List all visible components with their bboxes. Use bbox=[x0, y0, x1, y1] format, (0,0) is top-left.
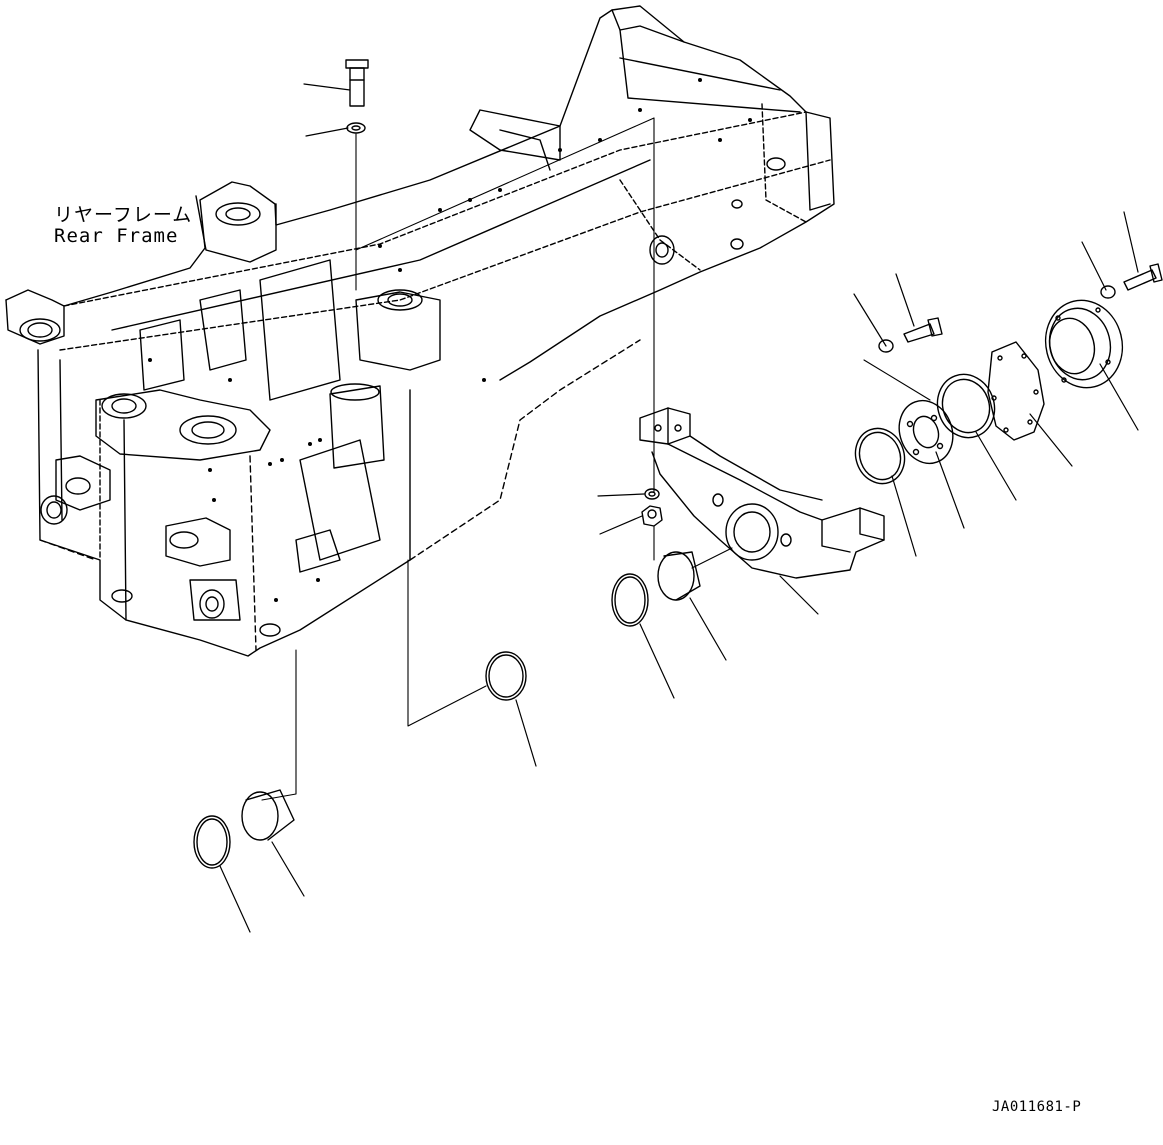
nut-bracket bbox=[641, 505, 663, 527]
oring-upper-right bbox=[854, 427, 906, 485]
end-cover bbox=[1044, 299, 1124, 389]
bushing-middle bbox=[657, 551, 701, 601]
assembly-guide-lines bbox=[261, 117, 931, 801]
bushing-lower-left bbox=[241, 789, 295, 841]
leader-lines bbox=[219, 83, 1139, 933]
washer-upper-right bbox=[1100, 285, 1116, 299]
oring-lower-center bbox=[485, 651, 527, 701]
rear-frame bbox=[5, 5, 835, 657]
gasket bbox=[987, 341, 1045, 441]
rear-frame-label-jp: リヤーフレーム bbox=[54, 204, 193, 226]
washer-top bbox=[346, 122, 366, 134]
oring-lower-left bbox=[193, 815, 231, 869]
trunnion-bracket bbox=[639, 407, 885, 579]
oring-middle bbox=[611, 573, 649, 627]
washer-bracket bbox=[644, 488, 660, 500]
bolt-upper-right bbox=[1123, 263, 1163, 291]
drawing-code: JA011681-P bbox=[992, 1099, 1082, 1115]
rear-frame-label-en: Rear Frame bbox=[54, 225, 179, 247]
bolt-middle-right bbox=[903, 317, 943, 343]
rivet-dots bbox=[148, 78, 752, 602]
bolt-top bbox=[345, 59, 369, 107]
washer-middle-right bbox=[878, 339, 894, 353]
shim-ring bbox=[936, 373, 996, 439]
